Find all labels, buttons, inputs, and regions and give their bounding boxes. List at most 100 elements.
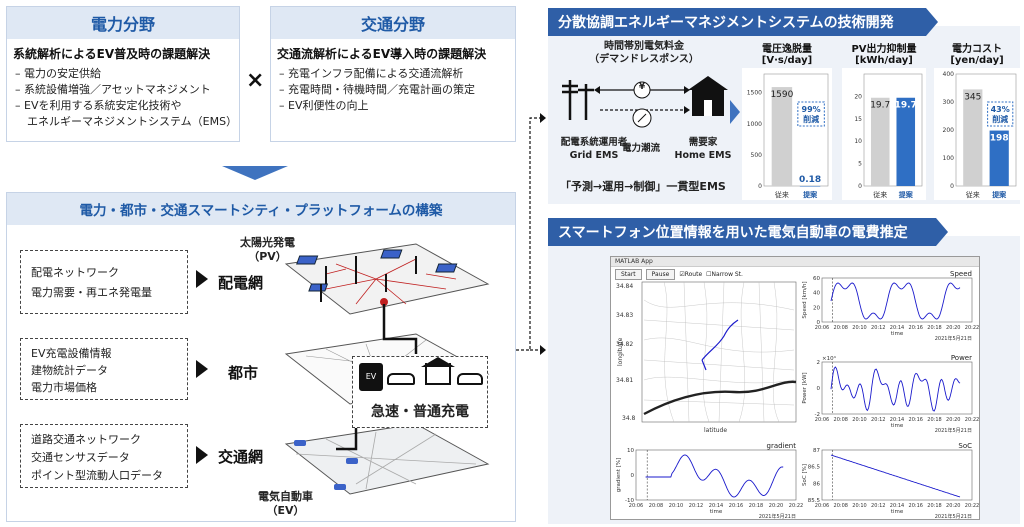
start-button[interactable]: Start [615,268,642,280]
data-label-after: 19.7 [895,101,917,111]
panel-title: SoC [958,442,972,450]
y-tick-label: -10 [625,498,634,504]
traffic-field-title: 交通分野 [271,7,515,39]
data-label-after: 198 [990,134,1009,144]
x-tick-label: 20:20 [946,503,960,509]
data-box-traffic: 道路交通ネットワーク 交通センサスデータ ポイント型流動人口データ [20,424,188,488]
power-field-title: 電力分野 [7,7,239,39]
svg-text:latitude: latitude [704,427,727,434]
x-tick-label: 20:06 [629,503,643,509]
utility-pole-icon [562,80,594,120]
y-tick-label: 0 [631,473,635,479]
y-tick-label: 0 [950,183,954,190]
ev-icons [294,440,358,490]
y-tick-label: -2 [815,412,820,418]
date-label: 2021年5月21日 [935,427,972,434]
traffic-item: – 充電インフラ配備による交通流解析 [279,67,464,80]
narrow-street-checkbox[interactable]: ☐Narrow St. [706,270,743,278]
x-tick-label: 20:16 [909,417,923,423]
y-tick-label: 0 [858,183,862,190]
pv-panels [296,249,458,292]
power-item: – EVを利用する系統安定化技術や [15,99,182,112]
traffic-item: – 充電時間・待機時間／充電計画の策定 [279,83,475,96]
power-flow-label: 電力潮流 [622,143,661,154]
y-axis-label: SoC [%] [802,464,808,486]
x-tick-label: 20:16 [909,503,923,509]
y-tick-label: 1000 [747,121,762,128]
x-tick-label: 20:18 [927,417,941,423]
pv-label: 太陽光発電 （PV） [240,236,295,263]
x-tick-label: 20:06 [815,417,829,423]
x-tick-label: 20:12 [871,503,885,509]
street-lines [643,281,795,423]
yen-icon: ¥ [638,82,646,92]
charge-label: 急速・普通充電 [371,404,469,420]
bar-after [989,130,1009,186]
meter-icon [632,108,652,128]
x-tick-label: 20:16 [909,325,923,331]
panel-title: Speed [950,270,972,278]
x-tick-label: 20:06 [815,325,829,331]
x-axis-label: time [891,331,904,337]
y-tick-label: 500 [751,152,763,159]
x-tick-label: 20:12 [871,325,885,331]
map-plot: 34.84 34.83 34.82 34.81 34.8 longitude l… [616,281,797,434]
x-tick-label: 20:14 [890,503,904,509]
x-tick-label: 20:08 [834,417,848,423]
arrow-right-icon [196,360,208,378]
smartphone-title: スマートフォン位置情報を用いた電気自動車の電費推定 [548,218,948,246]
plot-area [821,361,973,415]
x-tick-label: 従来 [966,190,980,199]
x-tick-label: 20:18 [749,503,763,509]
svg-text:longitude: longitude [617,337,624,366]
layer-label-traffic: 交通網 [218,448,264,466]
y-axis-label: Power [kW] [802,372,808,403]
x-tick-label: 提案 [991,190,1007,199]
down-arrow-icon [222,166,288,180]
y-tick-label: 86.5 [808,465,821,471]
y-tick-label: 200 [943,127,955,134]
x-tick-label: 20:22 [789,503,803,509]
pause-button[interactable]: Pause [645,268,676,280]
x-tick-label: 20:22 [965,417,979,423]
x-tick-label: 20:20 [769,503,783,509]
y-tick-label: 0 [817,386,821,392]
y-tick-label: 1500 [747,90,762,97]
bar-before [870,97,890,186]
reduction-badge [797,101,825,127]
ev-charger-icon: EV [359,363,383,391]
home-ems-label: 需要家 Home EMS [674,137,732,161]
house-icon [688,76,728,116]
y-tick-label: 5 [858,161,862,168]
car-icon [387,373,415,385]
route-line [701,319,739,371]
traffic-field-heading: 交通流解析によるEV導入時の課題解決 [277,47,487,61]
ems-title: 分散協調エネルギーマネジメントシステムの技術開発 [548,8,938,36]
ems-arrow-icon [730,100,740,124]
platform-title: 電力・都市・交通スマートシティ・プラットフォームの構築 [7,193,515,225]
x-tick-label: 20:08 [649,503,663,509]
route-checkbox[interactable]: ☑Route [679,270,703,278]
window-titlebar: MATLAB App [611,257,979,267]
x-tick-label: 20:20 [946,325,960,331]
y-tick-label: 10 [854,138,862,145]
connector-arrows [516,113,546,355]
date-label: 2021年5月21日 [935,513,972,520]
svg-text:34.82: 34.82 [616,341,633,348]
x-tick-label: 20:08 [834,503,848,509]
x-tick-label: 従来 [775,190,789,199]
y-tick-label: 0 [817,320,821,326]
charging-box: EV 急速・普通充電 [352,356,488,428]
x-tick-label: 提案 [802,190,818,199]
layer-label-city: 都市 [228,364,259,382]
x-tick-label: 提案 [898,190,914,199]
y-tick-label: 60 [813,276,820,282]
pv-up-arrows [320,256,417,302]
svg-text:34.84: 34.84 [616,283,633,290]
